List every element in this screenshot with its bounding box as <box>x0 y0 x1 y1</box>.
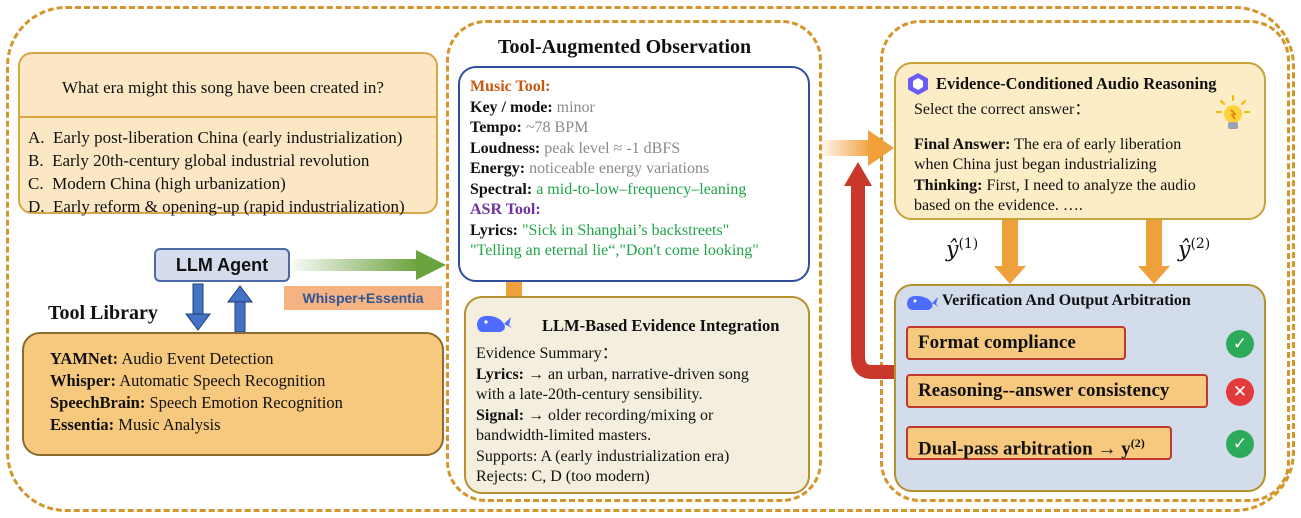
whale-logo-icon <box>477 315 512 332</box>
tools-used-label: Whisper+Essentia <box>284 286 442 310</box>
tool-item: YAMNet: Audio Event Detection <box>50 349 274 368</box>
qwen-logo-icon <box>908 73 928 95</box>
check-reasoning-consistency: Reasoning--answer consistency <box>906 374 1208 408</box>
option-b: B. Early 20th-century global industrial … <box>28 151 370 170</box>
observation-frame <box>446 20 822 502</box>
reasoning-body: Select the correct answer： Final Answer:… <box>914 101 1196 214</box>
tool-library-box: YAMNet: Audio Event Detection Whisper: A… <box>22 332 444 456</box>
tool-output-box: Music Tool: Key / mode: minor Tempo: ~78… <box>458 66 810 282</box>
outer-frame <box>6 6 1295 512</box>
feature-row: Energy: noticeable energy variations <box>470 160 710 177</box>
observation-to-reasoning-arrow <box>822 130 894 166</box>
feature-row: Loudness: peak level ≈ -1 dBFS <box>470 139 681 157</box>
evidence-title: LLM-Based Evidence Integration <box>542 316 780 335</box>
check-dual-pass-arbitration: Dual-pass arbitration → y(2) <box>906 426 1172 460</box>
option-a: A. Early post-liberation China (early in… <box>28 128 403 147</box>
feature-row: Key / mode: minor <box>470 98 595 116</box>
agent-tool-arrows <box>185 283 253 333</box>
reasoning-title: Evidence-Conditioned Audio Reasoning <box>936 74 1217 93</box>
lyrics-row: Lyrics: "Sick in Shanghai’s backstreets" <box>470 221 730 239</box>
feedback-arrow <box>844 162 894 379</box>
agent-to-observation-arrow <box>292 250 446 280</box>
asr-tool-heading: ASR Tool: <box>470 201 541 218</box>
question-divider <box>20 116 436 118</box>
fail-icon: ✕ <box>1226 378 1254 406</box>
evidence-body: Evidence Summary： Lyrics: → an urban, na… <box>476 345 749 485</box>
option-c: C. Modern China (high urbanization) <box>28 174 286 193</box>
sample-arrows <box>994 220 1170 284</box>
llm-agent-box: LLM Agent <box>154 248 290 282</box>
evidence-integration-box: LLM-Based Evidence Integration Evidence … <box>464 296 810 494</box>
question-text: What era might this song have been creat… <box>62 78 384 97</box>
tool-library-title: Tool Library <box>48 302 158 324</box>
feature-row: Tempo: ~78 BPM <box>470 119 589 136</box>
pass-icon: ✓ <box>1226 430 1254 458</box>
tool-item: Essentia: Music Analysis <box>50 415 221 434</box>
sample-2-label: ŷ(2) <box>1178 236 1211 263</box>
question-box: What era might this song have been creat… <box>18 52 438 216</box>
verification-title: Verification And Output Arbitration <box>942 292 1191 309</box>
sample-1-label: ŷ(1) <box>946 236 979 263</box>
observation-title: Tool-Augmented Observation <box>498 36 752 58</box>
pass-icon: ✓ <box>1226 330 1254 358</box>
reasoning-frame <box>880 20 1290 502</box>
lyrics-row-2: "Telling an eternal lie“,"Don't come loo… <box>470 242 759 259</box>
option-d: D. Early reform & opening-up (rapid indu… <box>28 197 405 216</box>
music-tool-heading: Music Tool: <box>470 78 551 95</box>
whale-logo-icon <box>907 295 939 310</box>
tool-item: Whisper: Automatic Speech Recognition <box>50 371 326 390</box>
check-format-compliance: Format compliance <box>906 326 1126 360</box>
tool-item: SpeechBrain: Speech Emotion Recognition <box>50 393 343 412</box>
reasoning-box: Evidence-Conditioned Audio Reasoning Sel… <box>894 62 1266 220</box>
feature-row: Spectral: a mid-to-low–frequency–leaning <box>470 180 747 198</box>
lightbulb-icon <box>1216 95 1250 129</box>
verification-box: Verification And Output Arbitration Form… <box>894 284 1266 492</box>
